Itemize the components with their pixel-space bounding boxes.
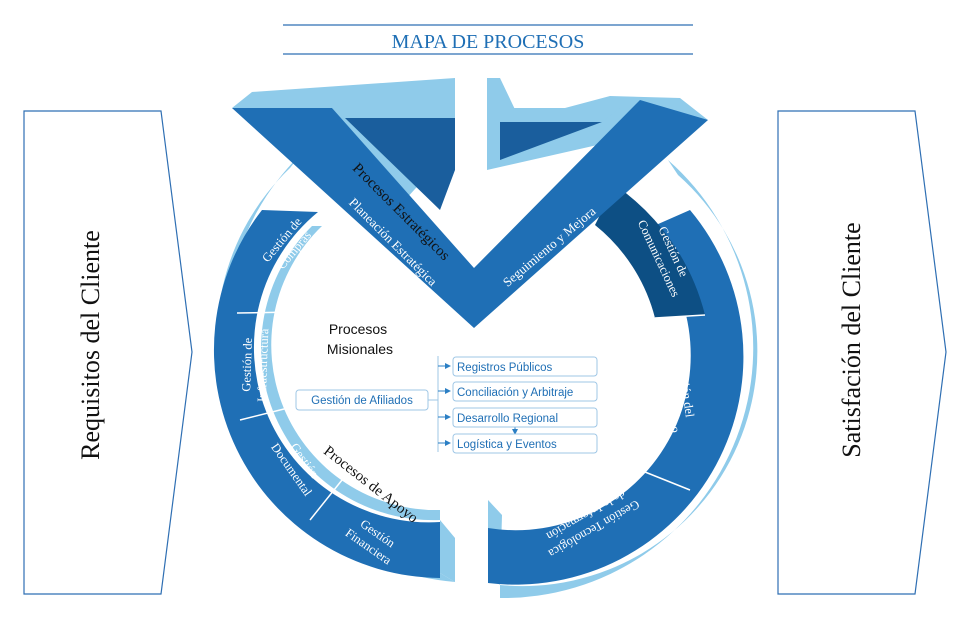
misional-item-box xyxy=(452,433,598,454)
support-ring-left xyxy=(213,210,440,578)
misional-item-box xyxy=(452,356,598,377)
misional-item-logistica: Logística y Eventos xyxy=(457,439,557,451)
misional-item-box xyxy=(452,407,598,428)
misional-item-conciliacion: Conciliación y Arbitraje xyxy=(457,387,573,399)
support-ring-right xyxy=(488,185,744,585)
afiliados-label: Gestión de Afiliados xyxy=(311,395,413,407)
page-title: MAPA DE PROCESOS xyxy=(392,31,585,53)
misional-item-desarrollo: Desarrollo Regional xyxy=(457,413,558,425)
misional-item-box xyxy=(452,381,598,402)
misionales-block: Procesos Misionales Gestión de Afiliados… xyxy=(295,321,598,454)
right-arrow: Satisfación del Cliente xyxy=(777,110,947,595)
title-block: MAPA DE PROCESOS xyxy=(283,24,693,55)
right-arrow-label: Satisfación del Cliente xyxy=(837,222,866,457)
seg-infraestructura: Gestión de Infraestructura xyxy=(239,328,272,402)
infra-line2: Infraestructura xyxy=(255,328,272,402)
misionales-label-2: Misionales xyxy=(327,341,393,357)
left-arrow: Requisitos del Cliente xyxy=(23,110,193,595)
infra-line1: Gestión de xyxy=(239,337,255,392)
misional-item-registros: Registros Públicos xyxy=(457,362,552,374)
left-arrow-label: Requisitos del Cliente xyxy=(76,230,105,460)
misionales-label-1: Procesos xyxy=(329,321,387,337)
strategic-v xyxy=(232,78,708,328)
